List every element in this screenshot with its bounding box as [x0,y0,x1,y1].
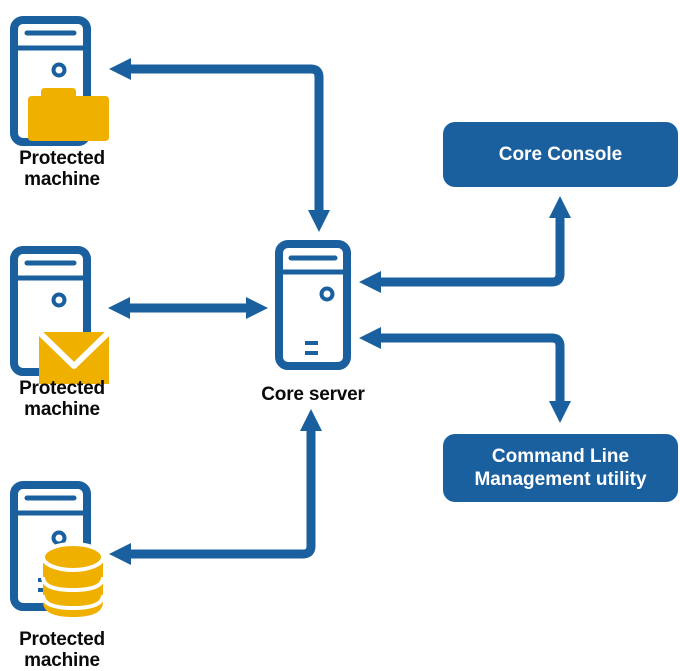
connector-line [127,64,324,213]
label-protected-machine-database: Protected machine [19,629,105,671]
arrowhead-left [108,297,130,319]
connector-line [127,428,316,559]
database-icon [41,542,105,617]
arrowhead-left [359,271,381,293]
arrowhead-up [549,196,571,218]
connector-core-server-to-command-line-management-utility[interactable] [359,327,571,423]
command-line-management-utility-box[interactable] [443,434,678,502]
power-button-icon [51,292,67,308]
connector-core-server-to-core-console[interactable] [359,196,571,293]
node-protected-machine-database[interactable] [10,481,105,617]
arrowhead-up [300,409,322,431]
power-button-icon [51,530,67,546]
node-protected-machine-folder[interactable] [10,16,109,146]
arrowhead-left [109,543,131,565]
connector-core-server-to-protected-machine-folder[interactable] [109,58,330,232]
server-tower-icon [275,240,351,370]
envelope-icon [36,329,112,384]
folder-icon [28,88,109,141]
core-console-box[interactable] [443,122,678,187]
arrowhead-down [549,401,571,423]
connector-core-server-to-protected-machine-database[interactable] [109,409,322,565]
node-protected-machine-mail[interactable] [10,246,112,384]
power-button-icon [51,62,67,78]
arrowhead-right [246,297,268,319]
connector-line [378,215,565,287]
label-protected-machine-folder: Protected machine [19,148,105,190]
node-core-server[interactable] [275,240,351,370]
arrowhead-down [308,210,330,232]
power-button-icon [319,286,335,302]
connector-core-server-to-protected-machine-mail[interactable] [108,297,268,319]
connectors-layer [108,58,571,565]
label-protected-machine-mail: Protected machine [19,378,105,420]
arrowhead-left [359,327,381,349]
label-core-server: Core server [261,384,365,405]
connector-line [378,333,565,404]
arrowhead-left [109,58,131,80]
